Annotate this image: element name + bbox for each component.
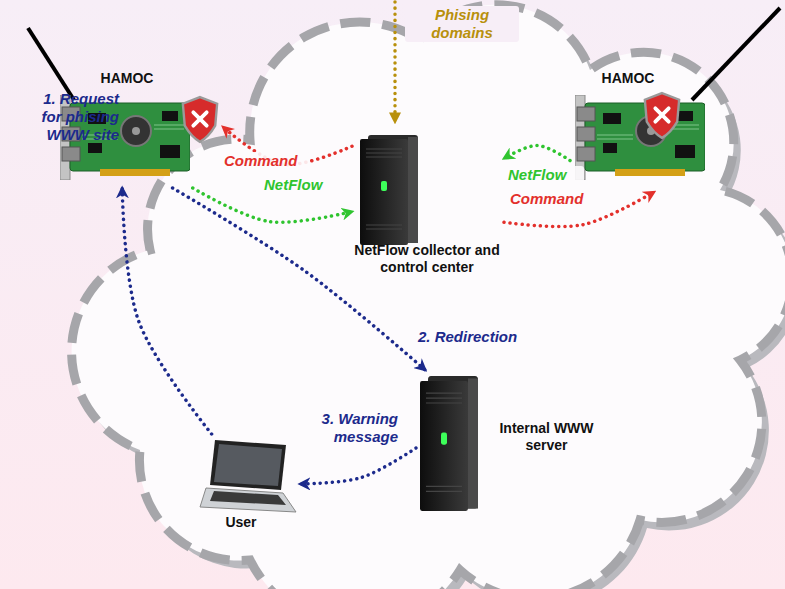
step-label [122, 188, 211, 434]
uplink-cable [692, 8, 780, 100]
edge-label: NetFlow [262, 176, 340, 194]
hamoc-probe: HAMOC [570, 66, 710, 192]
node-label: HAMOC [573, 70, 683, 87]
edge-label: NetFlow [506, 166, 584, 184]
step-label [173, 188, 426, 370]
edge-label: 1. Request for phising WWW site [25, 90, 121, 144]
shield-icon [645, 93, 679, 138]
node-label: HAMOC [72, 70, 182, 87]
cloud [72, 5, 785, 589]
collector-server: NetFlow collector and control center [352, 128, 504, 280]
node-label: Internal WWW server [494, 420, 599, 454]
step-label [300, 448, 416, 484]
laptop-icon [200, 440, 296, 512]
www-server: Internal WWW server [416, 370, 601, 520]
edge-label: 2. Redirection [416, 328, 540, 346]
node-label: User [196, 514, 286, 531]
cloud [72, 5, 785, 589]
source-label: Phising domains [405, 6, 519, 42]
feed-arrow [393, 2, 397, 122]
uplink-cable [28, 28, 74, 100]
network-card [575, 95, 705, 180]
user-laptop: User [196, 434, 300, 534]
edge-label: 3. Warning message [296, 410, 400, 446]
server-icon [420, 376, 478, 511]
edge-label: Command [508, 190, 596, 208]
server-icon [360, 135, 418, 245]
shield-icon [183, 97, 217, 142]
netflow-flow [504, 145, 570, 160]
edge-label: Command [222, 152, 310, 170]
node-label: NetFlow collector and control center [352, 242, 502, 276]
